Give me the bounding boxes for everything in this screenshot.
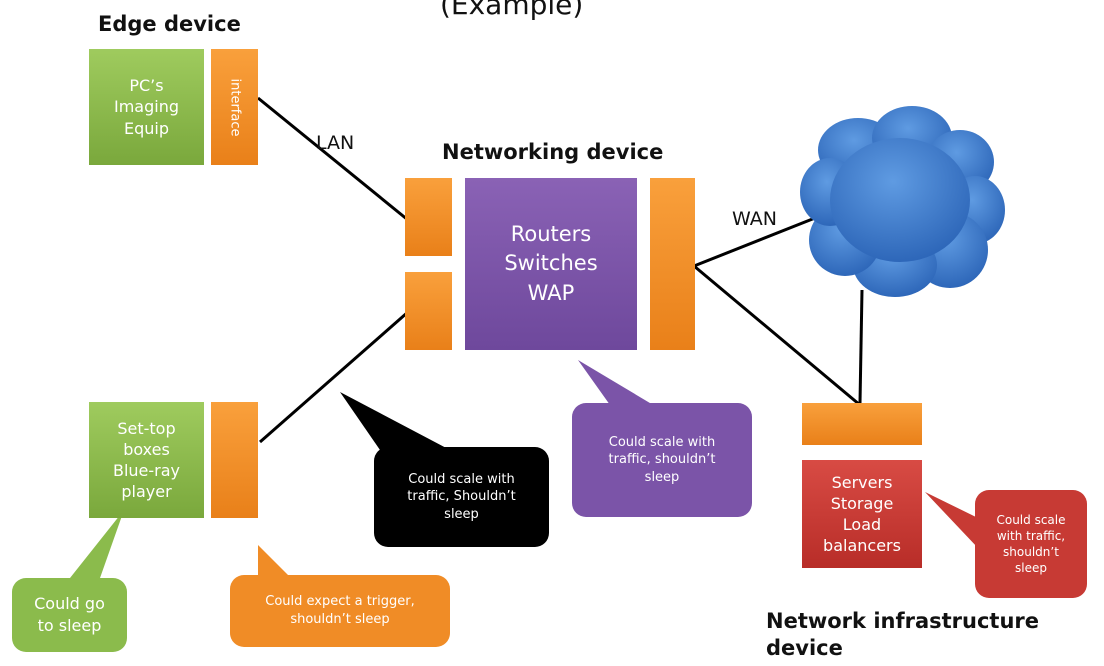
lan-label: LAN — [316, 132, 355, 154]
edge-pc-box: PC’s Imaging Equip — [89, 49, 204, 165]
wan-link-line — [693, 216, 816, 268]
router-port-wan — [650, 178, 695, 350]
server-port-box — [802, 403, 922, 445]
router-port-lower — [405, 272, 452, 350]
lan-link-line — [257, 96, 409, 222]
edge-interface-box: interface — [211, 49, 258, 165]
cloud-to-server-line — [858, 289, 864, 404]
networking-device-heading: Networking device — [442, 140, 664, 164]
green-callout-tail — [70, 510, 124, 578]
black-callout-tail — [340, 392, 450, 450]
settop-box: Set-top boxes Blue-ray player — [89, 402, 204, 518]
wan-cloud-icon — [800, 106, 1005, 297]
green-callout: Could go to sleep — [12, 578, 127, 652]
orange-callout: Could expect a trigger, shouldn’t sleep — [230, 575, 450, 647]
routers-box: Routers Switches WAP — [465, 178, 637, 350]
purple-callout: Could scale with traffic, shouldn’t slee… — [572, 403, 752, 517]
network-infrastructure-heading: Network infrastructure device — [766, 609, 1040, 661]
router-to-server-line — [693, 264, 861, 407]
interface-label: interface — [227, 78, 243, 136]
settop-interface-box — [211, 402, 258, 518]
settop-link-line — [259, 310, 409, 444]
diagram-title-fragment: (Example) — [440, 0, 584, 21]
black-callout: Could scale with traffic, Shouldn’t slee… — [374, 447, 549, 547]
wan-label: WAN — [732, 208, 777, 230]
red-callout: Could scale with traffic, shouldn’t slee… — [975, 490, 1087, 598]
red-callout-tail — [925, 492, 978, 548]
servers-box: Servers Storage Load balancers — [802, 460, 922, 568]
router-port-upper — [405, 178, 452, 256]
edge-device-heading: Edge device — [98, 12, 241, 36]
purple-callout-tail — [578, 360, 665, 412]
